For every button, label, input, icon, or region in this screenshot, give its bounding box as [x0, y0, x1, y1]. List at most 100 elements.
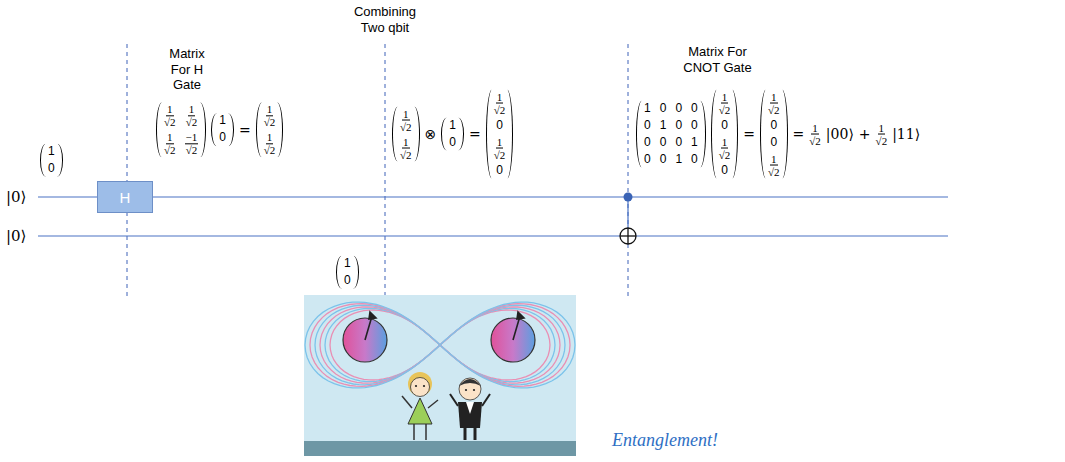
control-dot [624, 193, 633, 202]
matrix-entry: 0 [449, 136, 456, 150]
fraction-numerator: 1 [266, 103, 274, 116]
matrix-entry: 1 [675, 152, 682, 166]
matrix-grid: 10 [344, 257, 351, 288]
fraction-numerator: 1 [496, 91, 504, 104]
matrix-entry: 0 [344, 274, 351, 288]
fraction-numerator: 1 [166, 132, 174, 145]
fraction-denominator: √2 [164, 145, 176, 157]
fraction: −1√2 [185, 132, 199, 157]
matrix: 1√201√20 [711, 90, 739, 179]
fraction-denominator: √2 [164, 116, 176, 128]
fraction-denominator: √2 [186, 116, 198, 128]
left-paren [256, 102, 262, 157]
qubit-label: |0⟩ [6, 227, 26, 245]
fraction: 1√2 [768, 152, 780, 177]
fraction-numerator: 1 [188, 103, 196, 116]
fraction-numerator: 1 [266, 132, 274, 145]
right-paren [228, 114, 234, 147]
left-paren [336, 256, 342, 289]
fraction: 1√2 [494, 136, 506, 161]
matrix: 1√21√2 [392, 106, 420, 161]
fraction: 1√2 [719, 91, 731, 116]
right-paren [414, 106, 420, 161]
gate-box: H [97, 181, 153, 213]
left-paren [211, 114, 217, 147]
fraction-denominator: √2 [494, 104, 506, 116]
fraction: 1√2 [768, 91, 780, 116]
matrix-entry: 0 [675, 136, 682, 150]
left-paren [392, 106, 398, 161]
matrix-grid: 10 [449, 119, 456, 150]
fraction: 1√2 [719, 136, 731, 161]
matrix-grid: 1√21√2 [400, 107, 412, 160]
fraction-numerator: −1 [185, 132, 199, 145]
matrix: 1√21√21√2−1√2 [156, 102, 206, 157]
caption-text: Entanglement! [612, 430, 718, 451]
equation-row: 1√21√2⊗10=1√201√20 [392, 90, 513, 179]
matrix-entry: 1 [344, 257, 351, 271]
left-paren [486, 90, 492, 179]
right-paren [353, 256, 359, 289]
right-paren [732, 90, 738, 179]
fraction-denominator: √2 [264, 145, 276, 157]
equals-sign: = [469, 126, 481, 142]
matrix: 10 [211, 114, 234, 147]
fraction: 1√2 [264, 132, 276, 157]
matrix-entry: 0 [691, 102, 698, 116]
left-paren [711, 90, 717, 179]
matrix: 1√21√2 [256, 102, 284, 157]
matrix-grid: 1000010000010010 [644, 102, 698, 166]
fraction: 1√2 [876, 121, 888, 146]
right-paren [200, 102, 206, 157]
equals-sign: = [239, 122, 251, 138]
matrix-grid: 1√21√2 [264, 103, 276, 156]
fraction-denominator: √2 [809, 135, 821, 147]
matrix-entry: 0 [48, 162, 55, 176]
fraction-numerator: 1 [721, 91, 729, 104]
fraction-denominator: √2 [494, 149, 506, 161]
matrix-entry: 0 [691, 152, 698, 166]
matrix-entry: 0 [660, 102, 667, 116]
fraction-numerator: 1 [402, 136, 410, 149]
cnot-link [627, 197, 628, 228]
fraction-numerator: 1 [811, 121, 819, 134]
fraction: 1√2 [494, 91, 506, 116]
matrix-entry: 1 [48, 145, 55, 159]
fraction: 1√2 [400, 136, 412, 161]
fraction-numerator: 1 [770, 152, 778, 165]
matrix-entry: 0 [644, 119, 651, 133]
ket-label: |00⟩ [826, 126, 854, 142]
left-paren [760, 90, 766, 179]
fraction-numerator: 1 [496, 136, 504, 149]
matrix-grid: 1√201√20 [719, 91, 731, 178]
plus-sign: + [859, 126, 871, 142]
fraction-numerator: 1 [166, 103, 174, 116]
right-paren [277, 102, 283, 157]
fraction-denominator: √2 [186, 145, 198, 157]
fraction-numerator: 1 [878, 121, 886, 134]
matrix: 10 [441, 118, 464, 151]
matrix-entry: 0 [770, 119, 777, 133]
matrix-entry: 1 [691, 136, 698, 150]
matrix-entry: 0 [660, 152, 667, 166]
fraction-denominator: √2 [264, 116, 276, 128]
gate-label: H [120, 189, 131, 206]
ket-label: |11⟩ [892, 126, 920, 142]
section-heading: Matrix For H Gate [160, 46, 214, 93]
matrix-entry: 0 [496, 164, 503, 178]
matrix: 1√2001√2 [760, 90, 788, 179]
equation-row: 1√21√21√2−1√210=1√21√2 [156, 102, 283, 157]
matrix-entry: 0 [675, 119, 682, 133]
fraction-denominator: √2 [400, 149, 412, 161]
matrix-grid: 10 [219, 115, 226, 146]
matrix-grid: 10 [48, 145, 55, 176]
matrix-entry: 1 [449, 119, 456, 133]
matrix-entry: 1 [644, 102, 651, 116]
fraction-numerator: 1 [721, 136, 729, 149]
matrix-entry: 0 [721, 164, 728, 178]
divider-lines [127, 44, 628, 296]
left-paren [636, 101, 642, 167]
section-heading: Combining Two qbit [345, 4, 425, 35]
